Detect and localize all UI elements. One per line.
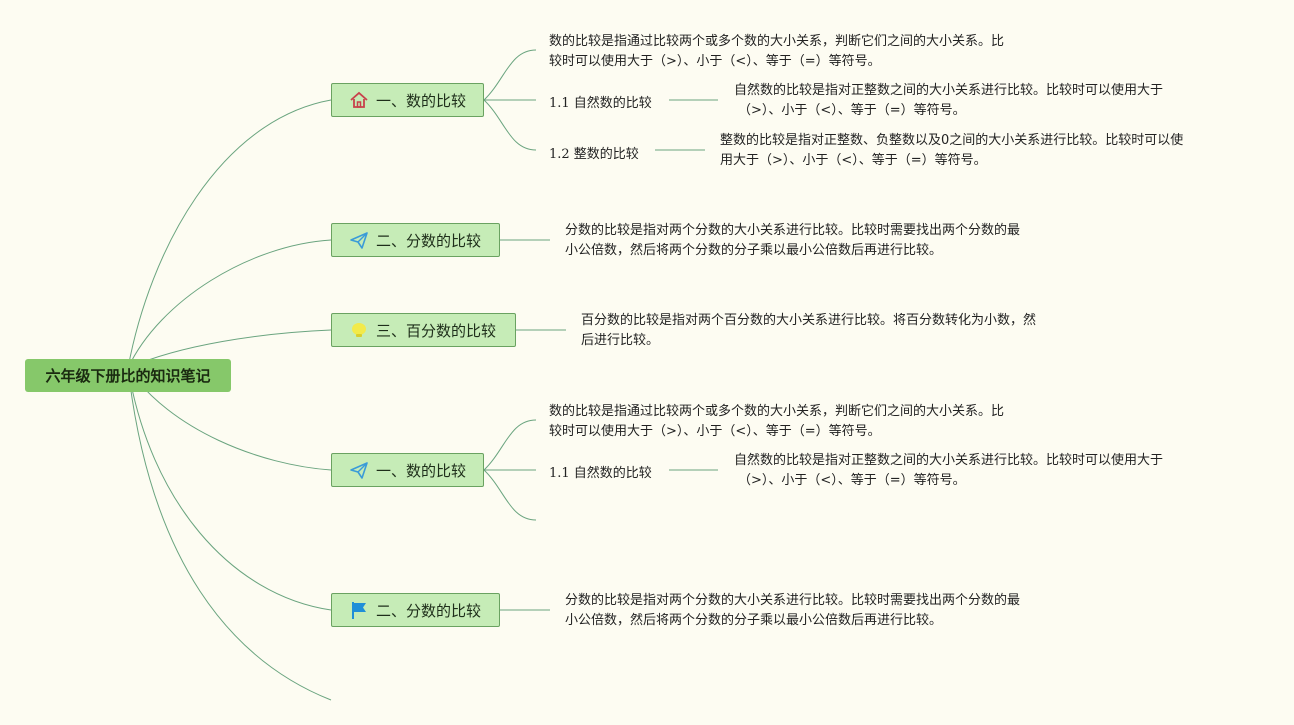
root-label: 六年级下册比的知识笔记 — [45, 367, 211, 385]
branch-node[interactable]: 二、分数的比较 — [331, 593, 500, 627]
branch-note: 数的比较是指通过比较两个或多个数的大小关系，判断它们之间的大小关系。比 较时可以… — [549, 32, 1004, 72]
note-line: 后进行比较。 — [581, 333, 660, 348]
paper-plane-icon — [348, 459, 370, 481]
branch-note: 数的比较是指通过比较两个或多个数的大小关系，判断它们之间的大小关系。比 较时可以… — [549, 402, 1004, 442]
branch-label: 三、百分数的比较 — [376, 321, 497, 340]
note-line: 分数的比较是指对两个分数的大小关系进行比较。比较时需要找出两个分数的最 — [565, 593, 1021, 608]
note-line: 数的比较是指通过比较两个或多个数的大小关系，判断它们之间的大小关系。比 — [549, 404, 1005, 419]
note-line: 较时可以使用大于（>）、小于（<）、等于（=）等符号。 — [549, 424, 881, 439]
note-line: 百分数的比较是指对两个百分数的大小关系进行比较。将百分数转化为小数，然 — [581, 313, 1037, 328]
branch-label: 二、分数的比较 — [376, 231, 482, 250]
branch-label: 一、数的比较 — [376, 461, 467, 480]
note-line: 用大于（>）、小于（<）、等于（=）等符号。 — [720, 153, 987, 168]
subtopic-note: 自然数的比较是指对正整数之间的大小关系进行比较。比较时可以使用大于 （>）、小于… — [734, 81, 1163, 121]
note-line: 自然数的比较是指对正整数之间的大小关系进行比较。比较时可以使用大于 — [734, 83, 1164, 98]
note-line: （>）、小于（<）、等于（=）等符号。 — [738, 103, 966, 118]
note-line: 整数的比较是指对正整数、负整数以及0之间的大小关系进行比较。比较时可以使 — [720, 133, 1184, 148]
paper-plane-icon — [348, 229, 370, 251]
lightbulb-icon — [348, 319, 370, 341]
branch-note: 百分数的比较是指对两个百分数的大小关系进行比较。将百分数转化为小数，然 后进行比… — [581, 311, 1036, 351]
branch-node[interactable]: 一、数的比较 — [331, 453, 484, 487]
subtopic-note: 自然数的比较是指对正整数之间的大小关系进行比较。比较时可以使用大于 （>）、小于… — [734, 451, 1163, 491]
branch-node[interactable]: 一、数的比较 — [331, 83, 484, 117]
note-line: 小公倍数，然后将两个分数的分子乘以最小公倍数后再进行比较。 — [565, 243, 943, 258]
house-icon — [348, 89, 370, 111]
subtopic-node[interactable]: 1.1 自然数的比较 — [549, 466, 652, 481]
branch-note: 分数的比较是指对两个分数的大小关系进行比较。比较时需要找出两个分数的最 小公倍数… — [565, 221, 1020, 261]
subtopic-node[interactable]: 1.2 整数的比较 — [549, 147, 639, 162]
branch-label: 一、数的比较 — [376, 91, 467, 110]
note-line: 较时可以使用大于（>）、小于（<）、等于（=）等符号。 — [549, 54, 881, 69]
branch-note: 分数的比较是指对两个分数的大小关系进行比较。比较时需要找出两个分数的最 小公倍数… — [565, 591, 1020, 631]
note-line: 数的比较是指通过比较两个或多个数的大小关系，判断它们之间的大小关系。比 — [549, 34, 1005, 49]
branch-label: 二、分数的比较 — [376, 601, 482, 620]
subtopic-note: 整数的比较是指对正整数、负整数以及0之间的大小关系进行比较。比较时可以使 用大于… — [720, 131, 1183, 171]
flag-icon — [348, 599, 370, 621]
branch-node[interactable]: 三、百分数的比较 — [331, 313, 516, 347]
root-node[interactable]: 六年级下册比的知识笔记 — [25, 359, 231, 392]
note-line: 小公倍数，然后将两个分数的分子乘以最小公倍数后再进行比较。 — [565, 613, 943, 628]
branch-node[interactable]: 二、分数的比较 — [331, 223, 500, 257]
subtopic-node[interactable]: 1.1 自然数的比较 — [549, 96, 652, 111]
note-line: 自然数的比较是指对正整数之间的大小关系进行比较。比较时可以使用大于 — [734, 453, 1164, 468]
note-line: 分数的比较是指对两个分数的大小关系进行比较。比较时需要找出两个分数的最 — [565, 223, 1021, 238]
note-line: （>）、小于（<）、等于（=）等符号。 — [738, 473, 966, 488]
